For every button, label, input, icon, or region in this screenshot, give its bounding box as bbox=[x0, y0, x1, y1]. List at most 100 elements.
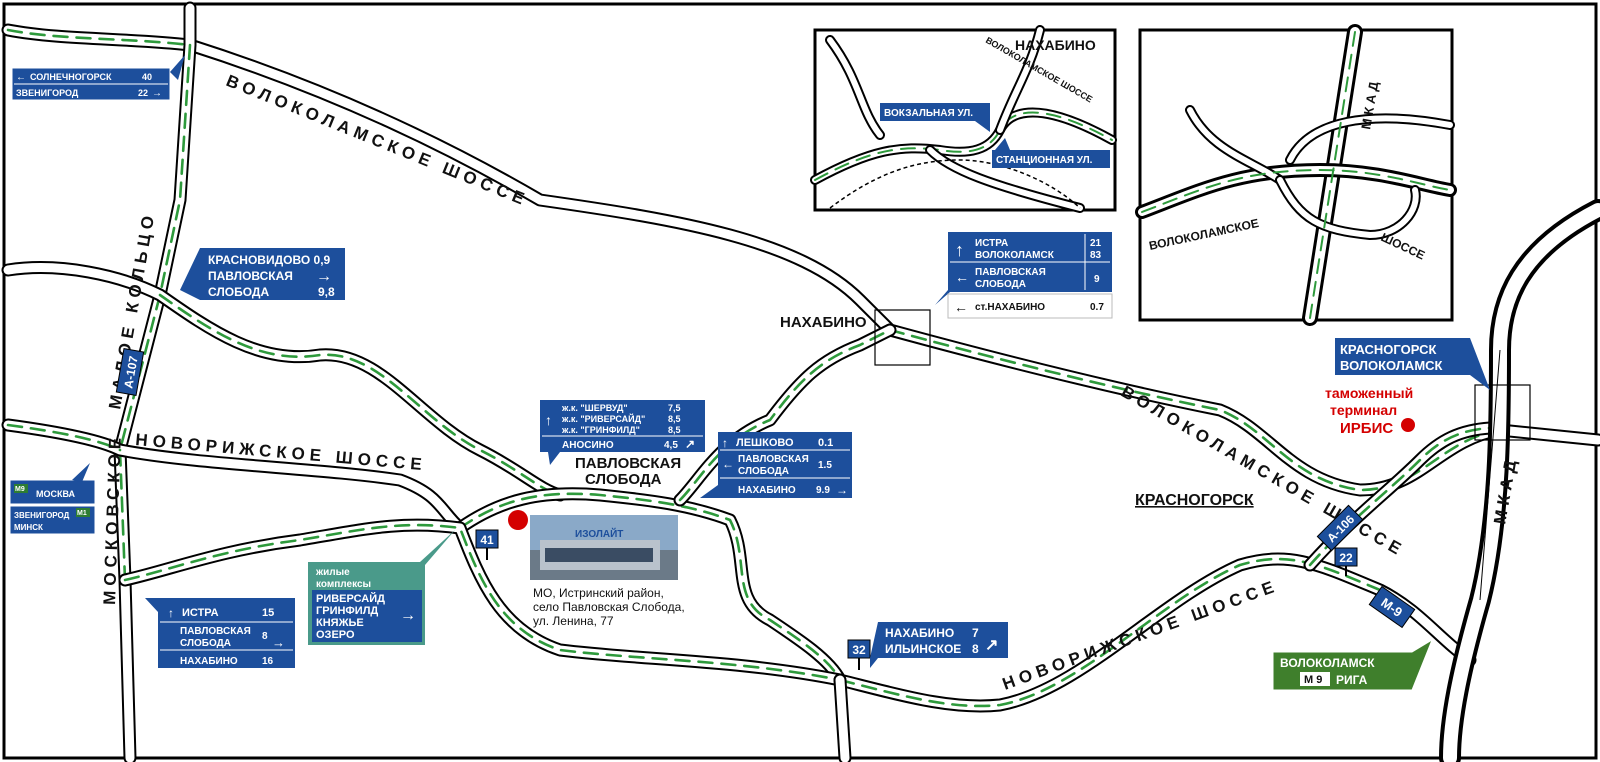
svg-text:9.9: 9.9 bbox=[816, 485, 830, 496]
svg-text:НАХАБИНО: НАХАБИНО bbox=[738, 485, 796, 496]
svg-text:М1: М1 bbox=[77, 510, 87, 517]
svg-text:21: 21 bbox=[1090, 238, 1102, 249]
sign-residential: жилые комплексы РИВЕРСАЙД ГРИНФИЛД КНЯЖЬ… bbox=[308, 530, 455, 645]
svg-text:СЛОБОДА: СЛОБОДА bbox=[738, 466, 789, 477]
svg-text:ЛЕШКОВО: ЛЕШКОВО bbox=[736, 437, 794, 449]
sign-volokolamsk-riga: ВОЛОКОЛАМСК М 9 РИГА bbox=[1272, 638, 1434, 691]
svg-text:↗: ↗ bbox=[985, 637, 998, 654]
inset-nakhabino: НАХАБИНО ВОЛОКОЛАМСКОЕ ШОССЕ ВОКЗАЛЬНАЯ … bbox=[810, 25, 1117, 213]
sign-solnechnogorsk: ← СОЛНЕЧНОГОРСК 40 ЗВЕНИГОРОД 22 → bbox=[11, 55, 185, 101]
svg-text:КРАСНОГОРСК: КРАСНОГОРСК bbox=[1340, 342, 1436, 357]
svg-text:→: → bbox=[400, 607, 416, 624]
svg-text:НАХАБИНО: НАХАБИНО bbox=[1015, 37, 1096, 53]
svg-text:8,5: 8,5 bbox=[668, 414, 681, 424]
sign-moskva: М9 МОСКВА ЗВЕНИГОРОД МИНСК М1 bbox=[9, 463, 96, 535]
inset-mkad: М К А Д ВОЛОКОЛАМСКОЕ ШОССЕ bbox=[1135, 24, 1457, 326]
sign-istra-lower: ↑ ИСТРА 15 ПАВЛОВСКАЯ СЛОБОДА 8 → НАХАБИ… bbox=[145, 598, 295, 668]
svg-text:8: 8 bbox=[972, 642, 979, 656]
svg-text:0.7: 0.7 bbox=[1090, 302, 1104, 313]
sign-leshkovo: ↑ ЛЕШКОВО 0.1 ← ПАВЛОВСКАЯ СЛОБОДА 1.5 Н… bbox=[700, 432, 852, 498]
junction-frame-nakhabino bbox=[874, 309, 931, 366]
place-nakhabino: НАХАБИНО bbox=[780, 314, 867, 331]
svg-text:КНЯЖЬЕ: КНЯЖЬЕ bbox=[316, 617, 364, 629]
svg-text:СОЛНЕЧНОГОРСК: СОЛНЕЧНОГОРСК bbox=[30, 72, 112, 82]
office-photo: ИЗОЛАЙТ bbox=[530, 515, 678, 580]
svg-text:ИСТРА: ИСТРА bbox=[182, 607, 219, 619]
sign-istra-top: ↑ ИСТРА 21 ВОЛОКОЛАМСК 83 ← ПАВЛОВСКАЯ С… bbox=[935, 232, 1113, 319]
svg-text:9,8: 9,8 bbox=[318, 285, 335, 299]
svg-text:16: 16 bbox=[262, 656, 274, 667]
svg-text:ПАВЛОВСКАЯ: ПАВЛОВСКАЯ bbox=[180, 626, 251, 637]
svg-text:7,5: 7,5 bbox=[668, 403, 681, 413]
svg-text:15: 15 bbox=[262, 607, 274, 619]
exit-22: 22 bbox=[1334, 547, 1358, 576]
svg-text:ВОКЗАЛЬНАЯ УЛ.: ВОКЗАЛЬНАЯ УЛ. bbox=[884, 108, 973, 119]
photo-caption-1: МО, Истринский район, bbox=[533, 586, 664, 600]
svg-text:↑: ↑ bbox=[722, 436, 728, 450]
customs-line2: терминал bbox=[1330, 402, 1397, 418]
svg-text:→: → bbox=[836, 483, 848, 497]
svg-text:жилые: жилые bbox=[315, 567, 350, 578]
svg-text:НАХАБИНО: НАХАБИНО bbox=[180, 656, 238, 667]
customs-marker bbox=[1401, 418, 1415, 432]
svg-text:ЗВЕНИГОРОД: ЗВЕНИГОРОД bbox=[16, 88, 79, 98]
svg-text:ПАВЛОВСКАЯ: ПАВЛОВСКАЯ bbox=[208, 269, 293, 283]
svg-text:МОСКВА: МОСКВА bbox=[36, 489, 76, 499]
svg-text:ж.к. "ШЕРВУД": ж.к. "ШЕРВУД" bbox=[561, 403, 628, 413]
svg-text:0.1: 0.1 bbox=[818, 437, 833, 449]
svg-text:32: 32 bbox=[852, 643, 866, 657]
svg-text:8,5: 8,5 bbox=[668, 425, 681, 435]
svg-text:НАХАБИНО: НАХАБИНО bbox=[885, 626, 954, 640]
exit-32: 32 bbox=[847, 639, 871, 670]
svg-text:↑: ↑ bbox=[955, 240, 964, 260]
svg-text:9: 9 bbox=[1094, 274, 1100, 285]
svg-text:22: 22 bbox=[138, 88, 148, 98]
shield-a107: А-107 bbox=[115, 348, 145, 396]
svg-text:41: 41 bbox=[480, 533, 494, 547]
photo-caption-2: село Павловская Слобода, bbox=[533, 600, 685, 614]
svg-text:←: ← bbox=[722, 457, 734, 471]
svg-text:83: 83 bbox=[1090, 250, 1102, 261]
sign-krasnovidovo: КРАСНОВИДОВО 0,9 ПАВЛОВСКАЯ СЛОБОДА 9,8 … bbox=[180, 248, 345, 300]
svg-text:ВОЛОКОЛАМСК: ВОЛОКОЛАМСК bbox=[975, 250, 1055, 261]
svg-text:АНОСИНО: АНОСИНО bbox=[562, 440, 614, 451]
svg-text:М9: М9 bbox=[15, 486, 25, 493]
place-krasnogorsk: КРАСНОГОРСК bbox=[1135, 492, 1254, 509]
svg-text:ПАВЛОВСКАЯ: ПАВЛОВСКАЯ bbox=[738, 454, 809, 465]
svg-text:ж.к. "РИВЕРСАЙД": ж.к. "РИВЕРСАЙД" bbox=[561, 413, 645, 424]
svg-text:22: 22 bbox=[1339, 551, 1353, 565]
svg-text:ИЗОЛАЙТ: ИЗОЛАЙТ bbox=[575, 527, 623, 540]
customs-line1: таможенный bbox=[1325, 385, 1413, 401]
svg-text:МИНСК: МИНСК bbox=[14, 523, 43, 532]
svg-text:→: → bbox=[272, 635, 285, 650]
svg-text:←: ← bbox=[955, 269, 969, 285]
exit-41: 41 bbox=[475, 529, 499, 560]
svg-text:←: ← bbox=[16, 72, 26, 83]
svg-text:ОЗЕРО: ОЗЕРО bbox=[316, 629, 355, 641]
svg-text:СТАНЦИОННАЯ УЛ.: СТАНЦИОННАЯ УЛ. bbox=[996, 155, 1093, 166]
sign-sherwood: ↑ ж.к. "ШЕРВУД" 7,5 ж.к. "РИВЕРСАЙД" 8,5… bbox=[540, 400, 705, 465]
sign-krasnogorsk: КРАСНОГОРСК ВОЛОКОЛАМСК bbox=[1335, 338, 1490, 390]
destination-marker bbox=[508, 510, 528, 530]
svg-text:↑: ↑ bbox=[168, 606, 174, 620]
svg-text:↑: ↑ bbox=[545, 412, 552, 428]
svg-text:ПАВЛОВСКАЯ: ПАВЛОВСКАЯ bbox=[975, 267, 1046, 278]
svg-text:ИСТРА: ИСТРА bbox=[975, 238, 1008, 249]
junction-frame-mkad bbox=[1474, 384, 1531, 441]
svg-text:ИЛЬИНСКОЕ: ИЛЬИНСКОЕ bbox=[885, 642, 961, 656]
svg-text:РИВЕРСАЙД: РИВЕРСАЙД bbox=[316, 592, 385, 605]
svg-text:М 9: М 9 bbox=[1304, 674, 1322, 686]
svg-text:СЛОБОДА: СЛОБОДА bbox=[180, 638, 231, 649]
svg-text:ж.к. "ГРИНФИЛД": ж.к. "ГРИНФИЛД" bbox=[561, 425, 640, 435]
place-pavlovskaya-1: ПАВЛОВСКАЯ bbox=[575, 455, 681, 472]
svg-text:ГРИНФИЛД: ГРИНФИЛД bbox=[316, 605, 378, 617]
sign-nakhabino-ilinskoe: НАХАБИНО 7 ИЛЬИНСКОЕ 8 ↗ bbox=[870, 622, 1008, 668]
svg-text:ст.НАХАБИНО: ст.НАХАБИНО bbox=[975, 302, 1045, 313]
svg-text:←: ← bbox=[954, 299, 968, 315]
photo-caption-3: ул. Ленина, 77 bbox=[533, 614, 614, 628]
place-pavlovskaya-2: СЛОБОДА bbox=[585, 471, 662, 488]
svg-text:СЛОБОДА: СЛОБОДА bbox=[975, 279, 1026, 290]
svg-text:комплексы: комплексы bbox=[316, 579, 371, 590]
